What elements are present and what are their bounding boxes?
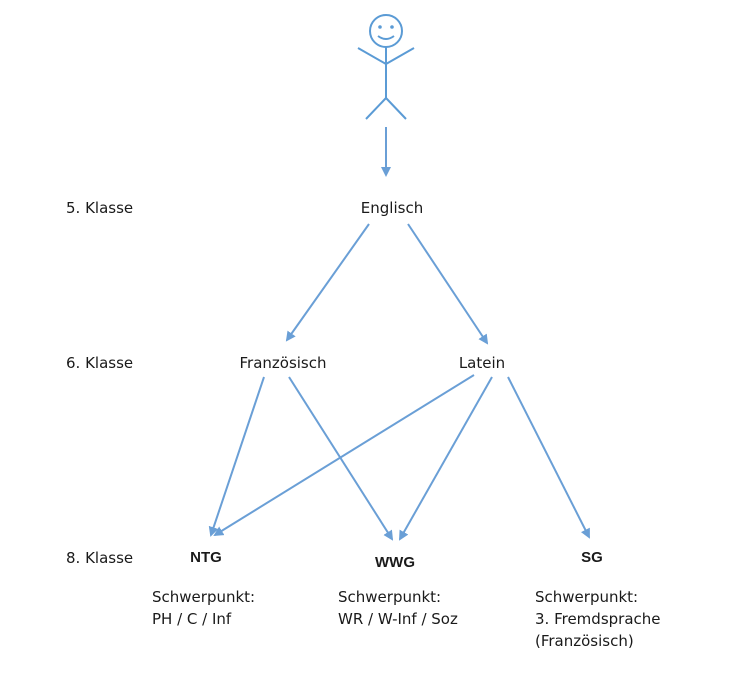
focus-sg-note: (Französisch) bbox=[535, 632, 634, 650]
focus-wwg-subjects: WR / W-Inf / Soz bbox=[338, 610, 458, 628]
arrow-latein-to-ntg bbox=[213, 374, 475, 537]
focus-ntg: Schwerpunkt: PH / C / Inf bbox=[152, 586, 255, 630]
grade-label-8: 8. Klasse bbox=[66, 549, 134, 567]
focus-sg-subjects: 3. Fremdsprache bbox=[535, 610, 661, 628]
grade-label-5: 5. Klasse bbox=[66, 199, 134, 217]
arrow-englisch-to-latein bbox=[407, 223, 489, 345]
focus-sg: Schwerpunkt: 3. Fremdsprache (Französisc… bbox=[535, 586, 661, 652]
focus-wwg: Schwerpunkt: WR / W-Inf / Soz bbox=[338, 586, 458, 630]
node-englisch: Englisch bbox=[360, 199, 424, 217]
focus-sg-heading: Schwerpunkt: bbox=[535, 588, 639, 606]
grade-label-6: 6. Klasse bbox=[66, 354, 134, 372]
node-wwg: WWG bbox=[375, 554, 415, 571]
node-franzoesisch: Französisch bbox=[239, 354, 327, 372]
node-latein: Latein bbox=[458, 354, 506, 372]
focus-ntg-subjects: PH / C / Inf bbox=[152, 610, 232, 628]
arrow-latein-to-wwg bbox=[399, 376, 493, 541]
focus-wwg-heading: Schwerpunkt: bbox=[338, 588, 442, 606]
stick-figure-icon bbox=[357, 14, 415, 120]
focus-ntg-heading: Schwerpunkt: bbox=[152, 588, 256, 606]
arrow-franzoesisch-to-ntg bbox=[208, 376, 265, 537]
node-ntg: NTG bbox=[190, 549, 222, 566]
arrow-englisch-to-franzoesisch bbox=[285, 223, 370, 342]
node-sg: SG bbox=[581, 549, 603, 566]
arrow-latein-to-sg bbox=[507, 376, 590, 539]
